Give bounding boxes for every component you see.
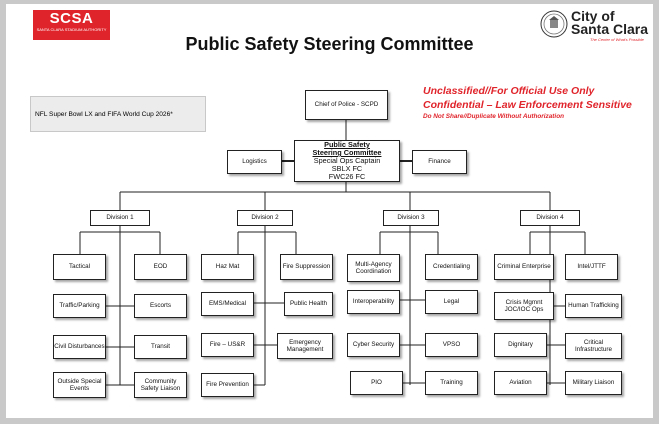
unit-fire-suppression: Fire Suppression <box>280 254 333 280</box>
unit-intel-jttf: Intel/JTTF <box>565 254 618 280</box>
unit-interoperability: Interoperability <box>347 290 400 314</box>
division-4-box: Division 4 <box>520 210 580 226</box>
unit-community-safety-liaison: Community Safety Liaison <box>134 372 187 398</box>
unit-military-liaison: Military Liaison <box>565 371 622 395</box>
unit-escorts: Escorts <box>134 294 187 318</box>
committee-heading1: Public Safety <box>324 140 370 149</box>
event-label: NFL Super Bowl LX and FIFA World Cup 202… <box>30 96 206 132</box>
chief-of-police-box: Chief of Police - SCPD <box>305 90 388 120</box>
classification-line1: Unclassified//For Official Use Only <box>423 85 595 97</box>
division-1-box: Division 1 <box>90 210 150 226</box>
unit-outside-special-events: Outside Special Events <box>53 372 106 398</box>
scsa-logo-text: SCSA <box>49 10 94 27</box>
steering-committee-box: Public Safety Steering Committee Special… <box>294 140 400 182</box>
city-logo: City of Santa Clara <box>571 8 649 37</box>
unit-criminal-enterprise: Criminal Enterprise <box>494 254 554 280</box>
classification-line3: Do Not Share//Duplicate Without Authoriz… <box>423 113 565 120</box>
unit-haz-mat: Haz Mat <box>201 254 254 280</box>
unit-eod: EOD <box>134 254 187 280</box>
unit-transit: Transit <box>134 335 187 359</box>
unit-multi-agency-coordination: Multi-Agency Coordination <box>347 254 400 282</box>
unit-crisis-mgmnt: Crisis Mgmnt JOC/IOC Ops <box>494 292 554 320</box>
committee-line3: FWC26 FC <box>328 172 366 181</box>
unit-public-health: Public Health <box>284 292 333 316</box>
unit-civil-disturbances: Civil Disturbances <box>53 335 106 359</box>
unit-training: Training <box>425 371 478 395</box>
unit-fire-usr: Fire – US&R <box>201 333 254 357</box>
committee-heading2: Steering Committee <box>312 148 382 157</box>
unit-cyber-security: Cyber Security <box>347 333 400 357</box>
logistics-box: Logistics <box>227 150 282 174</box>
unit-vpso: VPSO <box>425 333 478 357</box>
city-logo-tagline: The Center of What's Possible <box>590 37 644 42</box>
unit-dignitary: Dignitary <box>494 333 547 357</box>
finance-box: Finance <box>412 150 467 174</box>
division-2-box: Division 2 <box>237 210 293 226</box>
scsa-logo-subtext: SANTA CLARA STADIUM AUTHORITY <box>36 27 107 32</box>
unit-pio: PIO <box>350 371 403 395</box>
unit-critical-infrastructure: Critical Infrastructure <box>565 333 622 359</box>
unit-fire-prevention: Fire Prevention <box>201 373 254 397</box>
unit-aviation: Aviation <box>494 371 547 395</box>
unit-human-trafficking: Human Trafficking <box>565 294 622 318</box>
city-seal-icon <box>540 10 568 38</box>
classification-line2: Confidential – Law Enforcement Sensitive <box>423 99 632 111</box>
city-logo-line2: Santa Clara <box>571 21 649 37</box>
unit-emergency-management: Emergency Management <box>277 333 333 359</box>
unit-traffic-parking: Traffic/Parking <box>53 294 106 318</box>
page-title: Public Safety Steering Committee <box>185 34 474 54</box>
division-3-box: Division 3 <box>383 210 439 226</box>
city-logo-line1: City of <box>571 8 615 24</box>
committee-line1: Special Ops Captain <box>313 156 381 165</box>
committee-line2: SBLX FC <box>331 164 363 173</box>
scsa-logo: SCSA SANTA CLARA STADIUM AUTHORITY <box>33 10 110 40</box>
unit-ems-medical: EMS/Medical <box>201 292 254 316</box>
classification-notice: Unclassified//For Official Use Only Conf… <box>423 84 632 122</box>
unit-legal: Legal <box>425 290 478 314</box>
unit-credentialing: Credentialing <box>425 254 478 280</box>
unit-tactical: Tactical <box>53 254 106 280</box>
